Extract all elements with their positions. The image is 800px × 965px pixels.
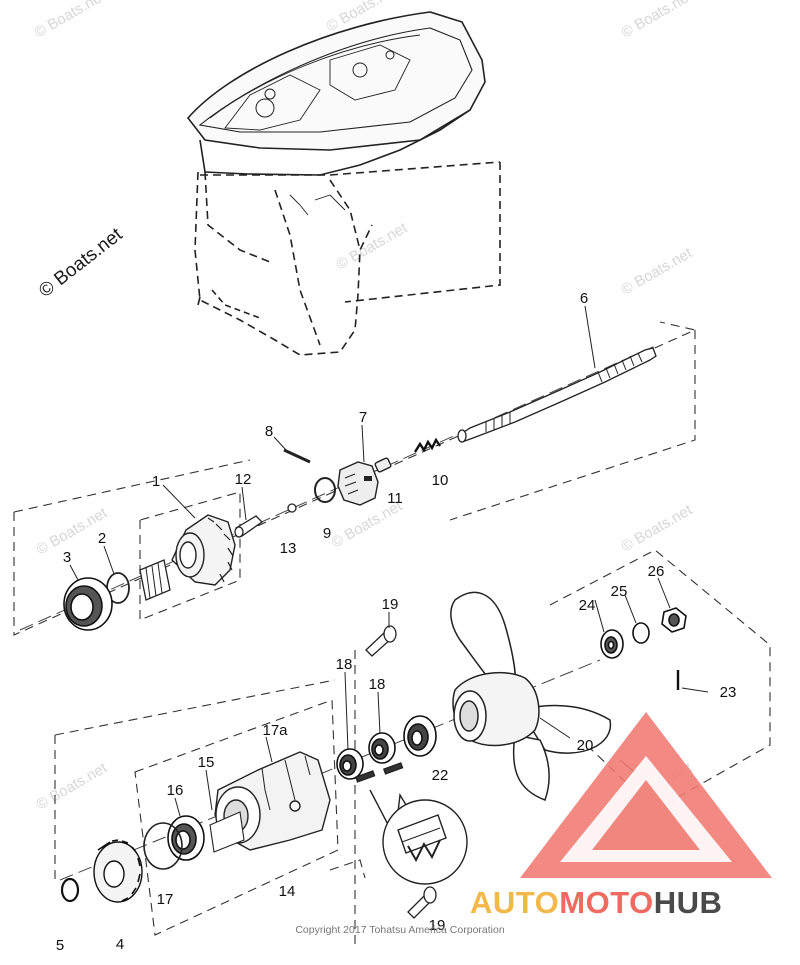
- clutch-dog: [337, 457, 392, 506]
- prop-nut: [661, 607, 687, 633]
- callout-2: 2: [98, 530, 106, 547]
- callout-24: 24: [579, 597, 596, 614]
- thrust-washer: [60, 877, 80, 903]
- callout-3: 3: [63, 549, 71, 566]
- watermark: © Boats.net: [32, 0, 109, 41]
- logo-triangle-core: [592, 780, 700, 850]
- thrust-holder: [403, 715, 437, 757]
- needle-bearing: [139, 559, 171, 601]
- forward-gear: [171, 514, 236, 586]
- retaining-pin: [364, 476, 372, 481]
- callout-18-right: 18: [369, 676, 386, 693]
- callout-17a: 17a: [262, 722, 288, 739]
- callout-7: 7: [359, 409, 367, 426]
- callout-16: 16: [167, 782, 184, 799]
- bolt-bottom: [407, 886, 437, 919]
- reverse-bearing: [167, 815, 205, 861]
- callout-22: 22: [432, 767, 449, 784]
- callout-19-bottom: 19: [429, 917, 446, 934]
- bolt-top: [365, 625, 397, 657]
- ball-bearing: [63, 577, 113, 631]
- callout-13: 13: [280, 540, 297, 557]
- propeller-shaft: [457, 347, 657, 443]
- logo-part-hub: HUB: [654, 885, 723, 920]
- callout-10: 10: [432, 472, 449, 489]
- copyright-notice: Copyright 2017 Tohatsu America Corporati…: [295, 924, 505, 936]
- steel-ball: [287, 503, 297, 513]
- callout-15: 15: [198, 754, 215, 771]
- logo-part-moto: MOTO: [559, 885, 653, 920]
- watermark-main: © Boats.net: [35, 224, 127, 302]
- callout-11: 11: [387, 490, 403, 507]
- spring: [413, 437, 441, 453]
- callout-8: 8: [265, 423, 273, 440]
- spring-ring: [314, 477, 336, 503]
- callout-17: 17: [157, 891, 174, 908]
- seal-detail-callout: [354, 762, 468, 885]
- prop-washer: [632, 622, 650, 644]
- callout-5: 5: [56, 937, 64, 954]
- callout-14: 14: [279, 883, 296, 900]
- watermark: © Boats.net: [619, 0, 696, 41]
- callout-26: 26: [648, 563, 665, 580]
- gearcase-housing: [186, 11, 501, 356]
- callout-4: 4: [116, 936, 124, 953]
- callout-18-left: 18: [336, 656, 353, 673]
- o-ring: [143, 822, 183, 870]
- callout-20: 20: [577, 737, 594, 754]
- watermark: © Boats.net: [334, 219, 411, 273]
- callout-25: 25: [611, 583, 628, 600]
- propeller: [450, 591, 612, 801]
- logo-wordmark: AUTOMOTOHUB: [470, 885, 722, 920]
- oil-seal-1: [336, 748, 364, 780]
- cross-pin: [283, 448, 311, 464]
- automotohub-logo: AUTOMOTOHUB: [470, 712, 772, 920]
- callout-12: 12: [235, 471, 252, 488]
- spacer: [600, 629, 624, 659]
- watermark: © Boats.net: [34, 759, 111, 813]
- watermark: © Boats.net: [619, 244, 696, 298]
- lower-dashed-frame: [54, 549, 771, 948]
- reverse-gear: [93, 839, 143, 903]
- bearing-housing: [209, 751, 331, 853]
- shaft-axis: [19, 345, 656, 631]
- callout-labels: 1 2 3 4 5 6 7 8 9 10 11 12 13 14 15 16 1…: [56, 290, 737, 954]
- callout-6: 6: [580, 290, 588, 307]
- watermark: © Boats.net: [619, 501, 696, 555]
- logo-part-auto: AUTO: [470, 885, 559, 920]
- callout-1: 1: [152, 473, 160, 490]
- plunger: [234, 515, 264, 538]
- callout-9: 9: [323, 525, 331, 542]
- oil-seal-2: [368, 732, 396, 764]
- callout-19-top: 19: [382, 596, 399, 613]
- callout-23: 23: [720, 684, 737, 701]
